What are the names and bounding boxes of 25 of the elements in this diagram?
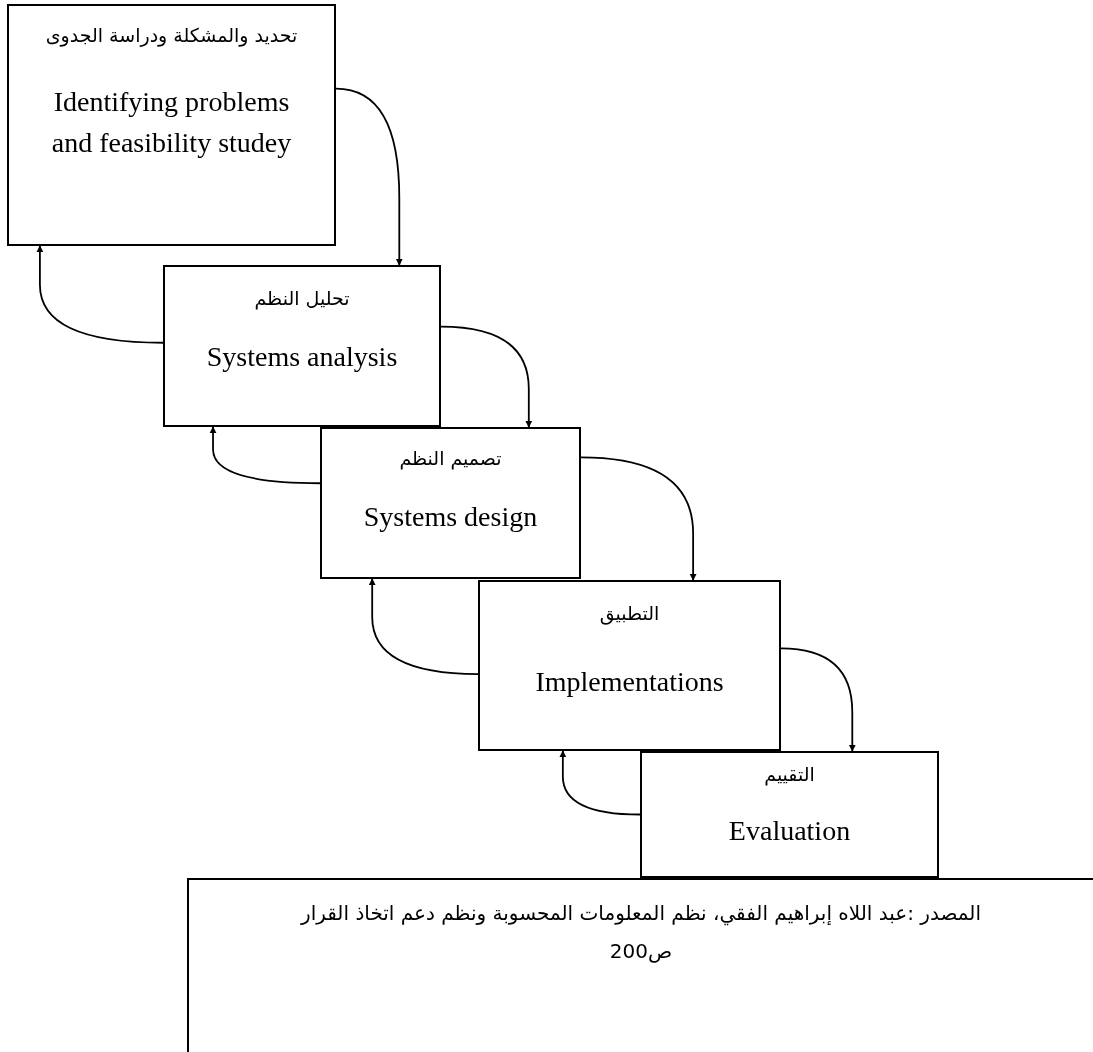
arabic-title: التطبيق [599, 602, 660, 624]
arrow [368, 578, 479, 675]
arrow [335, 87, 403, 266]
arrow [780, 647, 856, 752]
arrow [36, 245, 164, 344]
process-box [478, 580, 781, 751]
source-text: المصدر :عبد اللاه إبراهيم الفقي، نظم المعلومات المحسوبة ونظم دعم اتخاذ القرار ص200 [299, 900, 982, 965]
arabic-title: تحديد والمشكلة ودراسة الجدوى [45, 24, 298, 46]
source-box [187, 878, 1093, 1052]
process-box [163, 265, 441, 427]
step-title: Systems design [363, 500, 538, 534]
step-title: Systems analysis [206, 340, 398, 374]
arrow [559, 750, 641, 816]
step-title: Evaluation [728, 814, 851, 848]
arabic-title: تحليل النظم [254, 287, 350, 309]
process-box [7, 4, 336, 246]
arabic-title: التقييم [764, 763, 815, 785]
process-box [640, 751, 939, 878]
step-title: Implementations [535, 665, 724, 699]
step-title: Identifying problems and feasibility studey [50, 85, 293, 160]
arrow [209, 426, 321, 485]
arrow [580, 456, 697, 581]
process-box [320, 427, 581, 579]
arabic-title: تصميم النظم [399, 447, 502, 469]
arrow [440, 325, 533, 428]
